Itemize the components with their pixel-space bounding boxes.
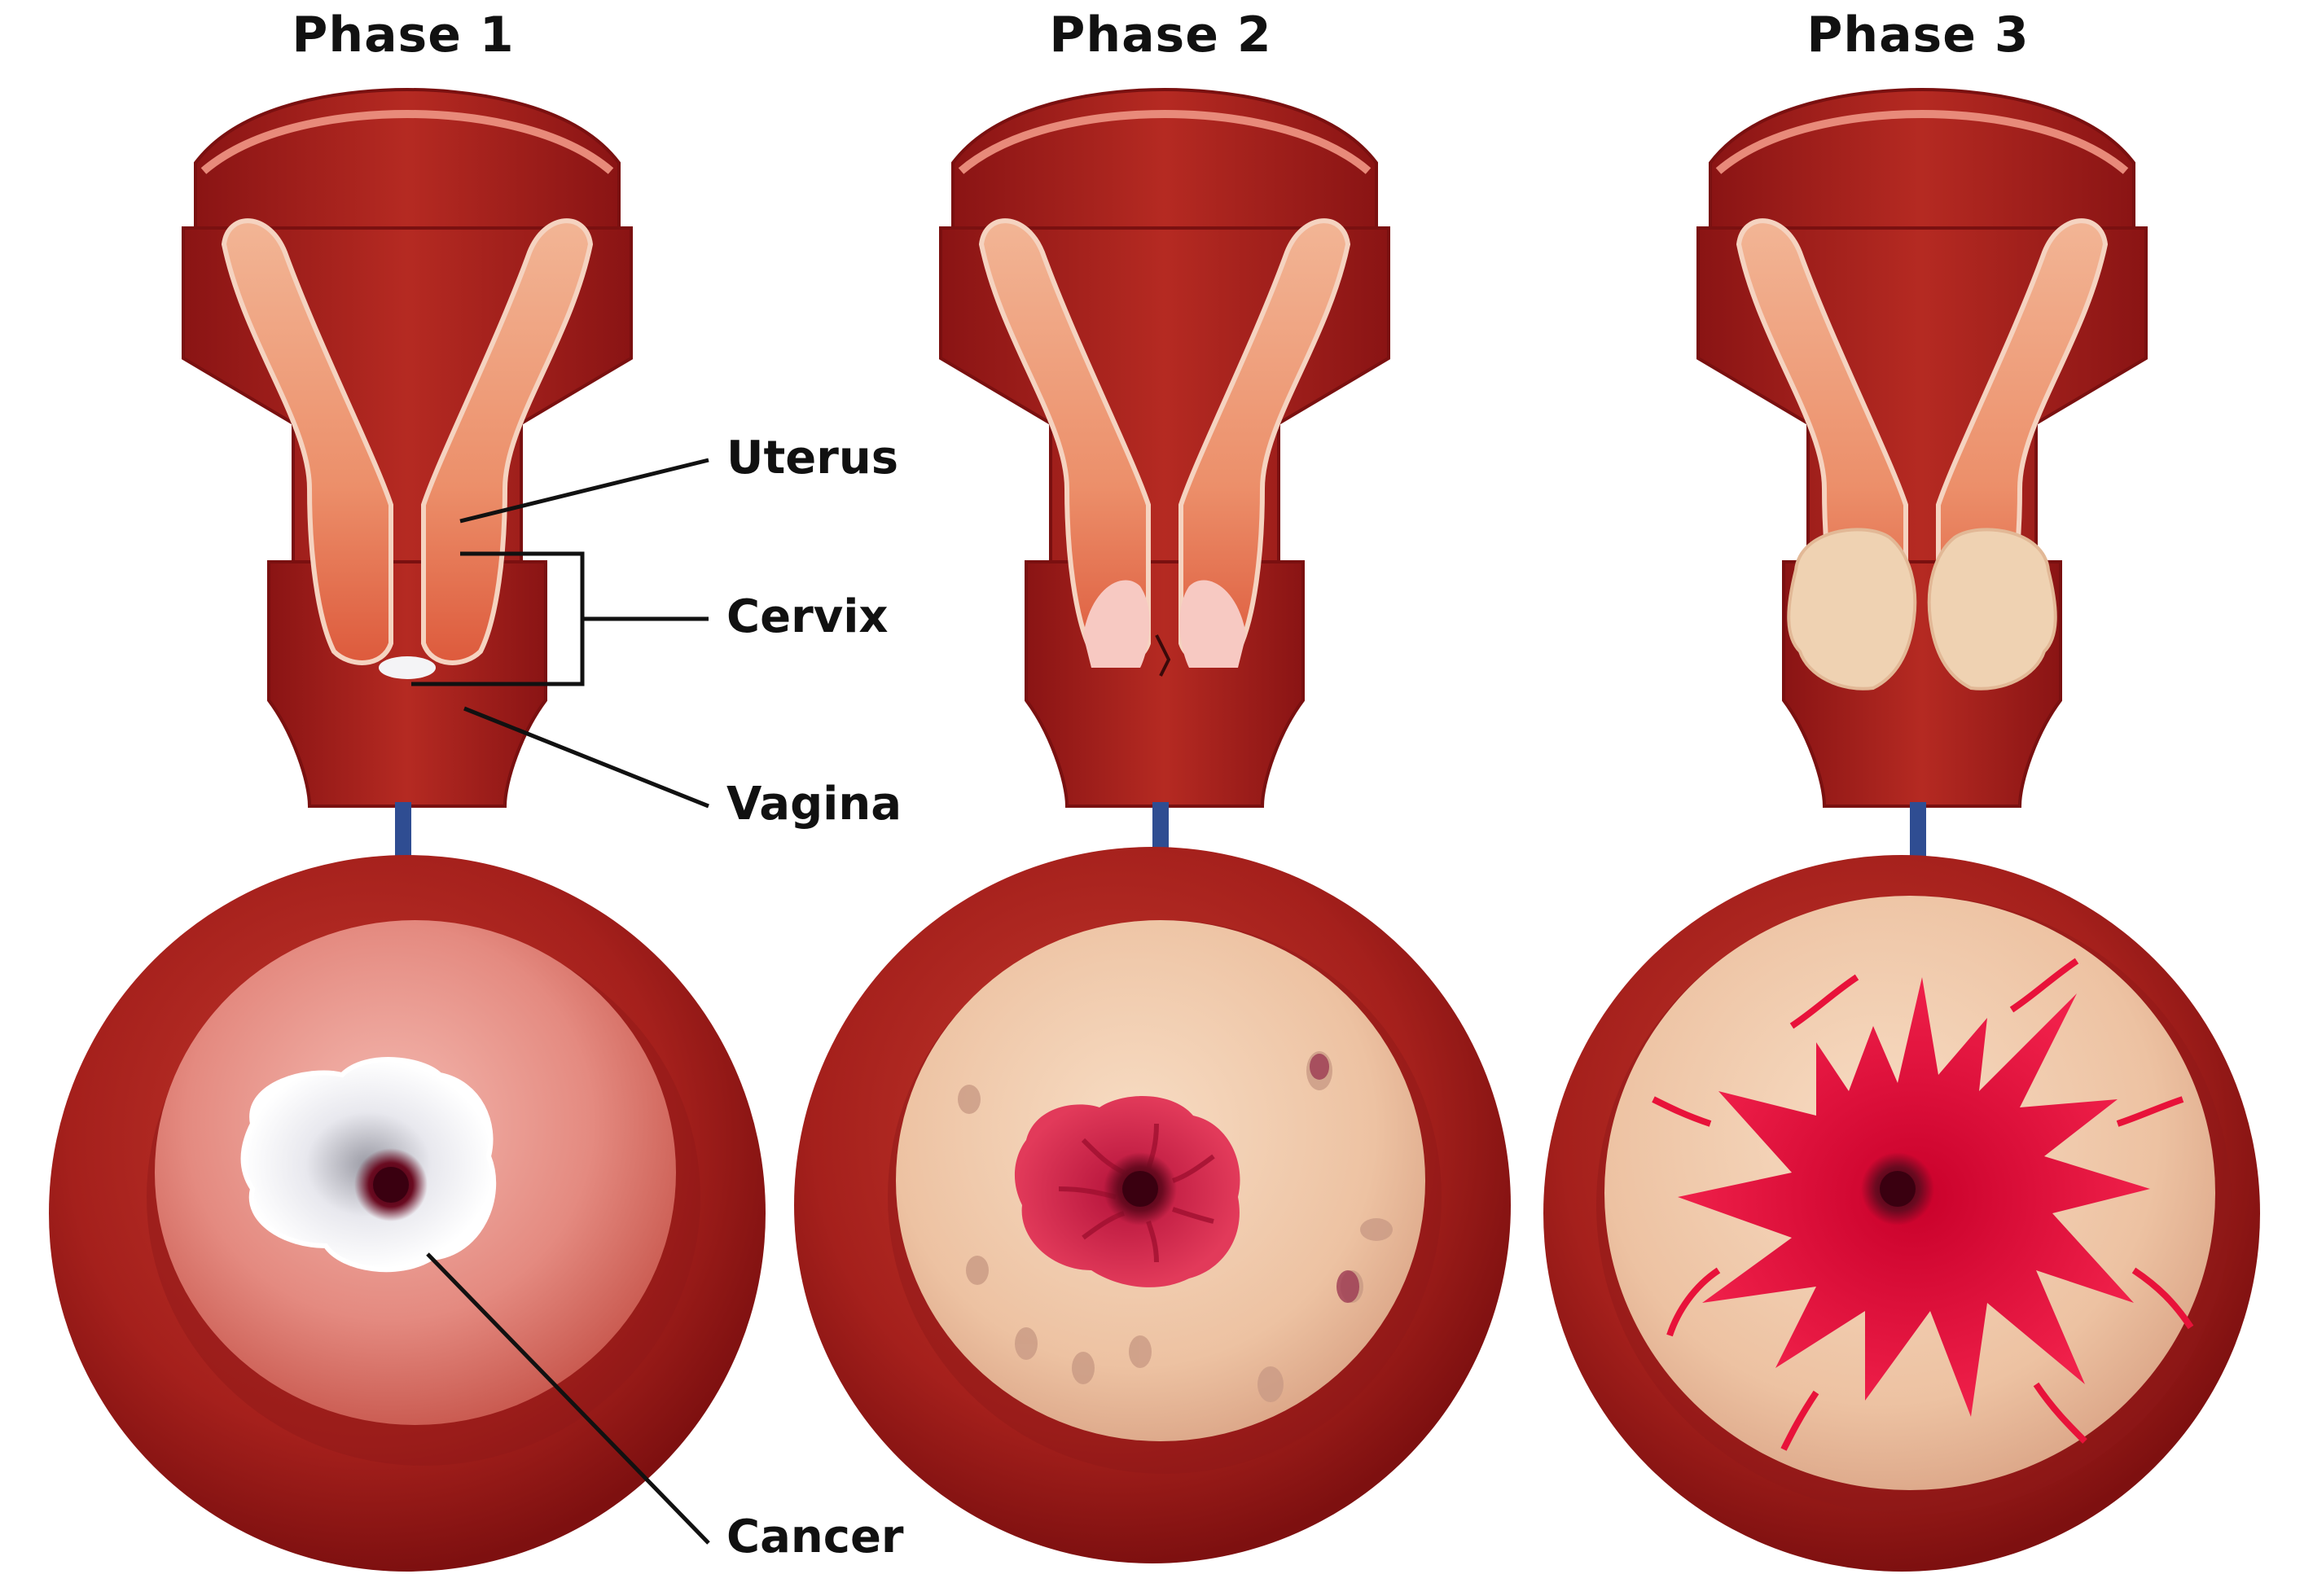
cancer-label: Cancer	[726, 1510, 904, 1563]
leader-lines	[411, 458, 710, 1545]
uterus-label: Uterus	[726, 432, 899, 484]
vagina-label: Vagina	[726, 778, 902, 831]
uterus-phase-1	[182, 87, 633, 808]
phase-1-title: Phase 1	[292, 7, 515, 64]
cervix-face-phase-3	[1543, 855, 2260, 1572]
uterus-phase-2	[939, 87, 1390, 808]
cervix-label: Cervix	[726, 590, 889, 643]
uterus-phase-3	[1696, 87, 2148, 808]
phase-2-title: Phase 2	[1049, 7, 1272, 64]
phase-3-title: Phase 3	[1806, 7, 2030, 64]
cervix-face-phase-2	[794, 847, 1511, 1563]
cervix-face-phase-1	[49, 855, 766, 1572]
